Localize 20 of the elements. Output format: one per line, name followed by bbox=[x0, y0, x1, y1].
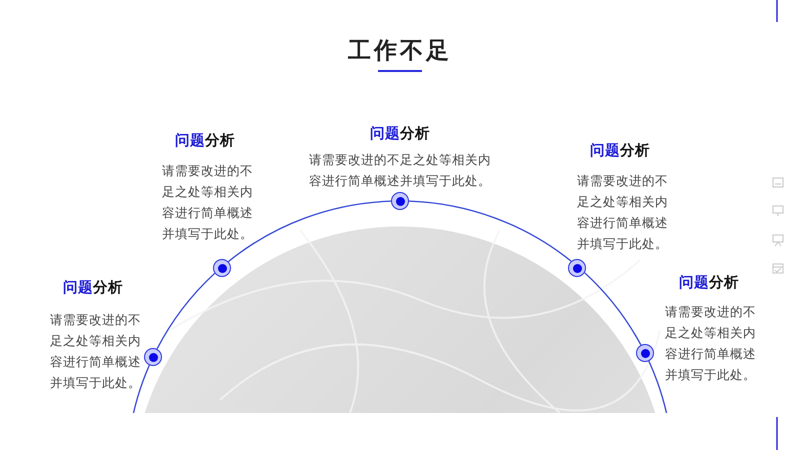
item-heading: 问题分析 bbox=[589, 142, 651, 161]
timeline-dot bbox=[391, 192, 409, 210]
arc-line bbox=[408, 200, 572, 262]
item-description: 请需要改进的不足之处等相关内容进行简单概述并填写于此处。 bbox=[162, 162, 254, 243]
item-description: 请需要改进的不足之处等相关内容进行简单概述并填写于此处。 bbox=[50, 311, 142, 392]
arc-line bbox=[584, 272, 642, 346]
timeline-dot bbox=[213, 259, 231, 277]
title: 工作不足 bbox=[347, 37, 453, 66]
item-description: 请需要改进的不足之处等相关内容进行简单概述并填写于此处。 bbox=[665, 303, 757, 384]
timeline-dot bbox=[568, 259, 586, 277]
item-heading: 问题分析 bbox=[62, 278, 124, 298]
arc-line bbox=[228, 200, 392, 262]
timeline-dot bbox=[144, 348, 162, 366]
item-description: 请需要改进的不足之处等相关内容进行简单概述并填写于此处。 bbox=[308, 151, 492, 190]
arc-line bbox=[156, 272, 216, 350]
item-heading: 问题分析 bbox=[369, 124, 431, 144]
item-heading: 问题分析 bbox=[678, 274, 740, 293]
timeline-dot bbox=[636, 344, 654, 362]
item-description: 请需要改进的不足之处等相关内容进行简单概述并填写于此处。 bbox=[577, 172, 669, 253]
item-heading: 问题分析 bbox=[174, 132, 236, 151]
